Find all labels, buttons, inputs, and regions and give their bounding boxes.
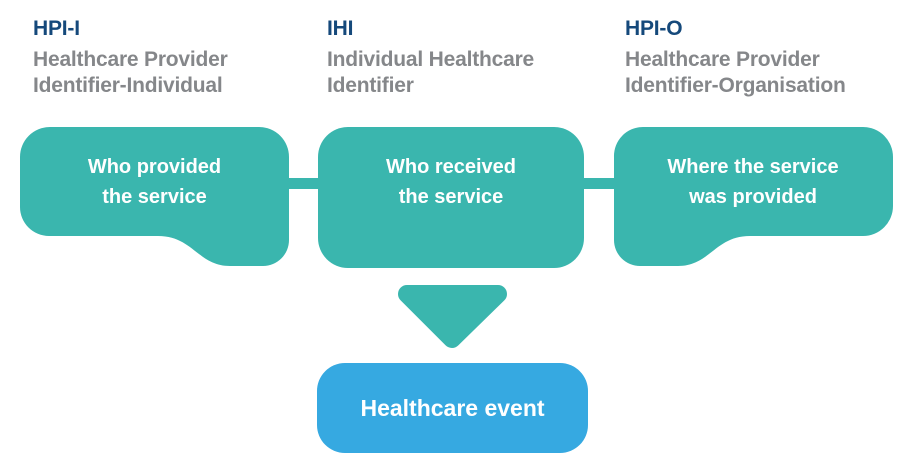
header-hpi-o-line2: Identifier-Organisation xyxy=(625,74,846,97)
healthcare-event-label: Healthcare event xyxy=(360,394,545,421)
header-hpi-i-abbr: HPI-I xyxy=(33,17,80,40)
header-hpi-i-line2: Identifier-Individual xyxy=(33,74,223,97)
bubble-who-provided xyxy=(20,127,289,266)
header-hpi-i: HPI-I Healthcare Provider Identifier-Ind… xyxy=(33,16,228,99)
down-arrow-icon xyxy=(398,285,507,348)
bubble-where-provided xyxy=(613,127,893,266)
healthcare-event-box: Healthcare event xyxy=(317,363,588,453)
header-hpi-o-abbr: HPI-O xyxy=(625,17,683,40)
header-ihi-abbr: IHI xyxy=(327,17,354,40)
connector-left xyxy=(284,178,322,189)
header-hpi-o-line1: Healthcare Provider xyxy=(625,48,820,71)
header-ihi: IHI Individual Healthcare Identifier xyxy=(327,16,534,99)
header-ihi-line1: Individual Healthcare xyxy=(327,48,535,71)
connector-right xyxy=(580,178,618,189)
header-hpi-i-line1: Healthcare Provider xyxy=(33,48,228,71)
bubble-who-received xyxy=(318,127,584,268)
header-hpi-o: HPI-O Healthcare Provider Identifier-Org… xyxy=(625,16,846,99)
header-ihi-line2: Identifier xyxy=(327,74,414,97)
